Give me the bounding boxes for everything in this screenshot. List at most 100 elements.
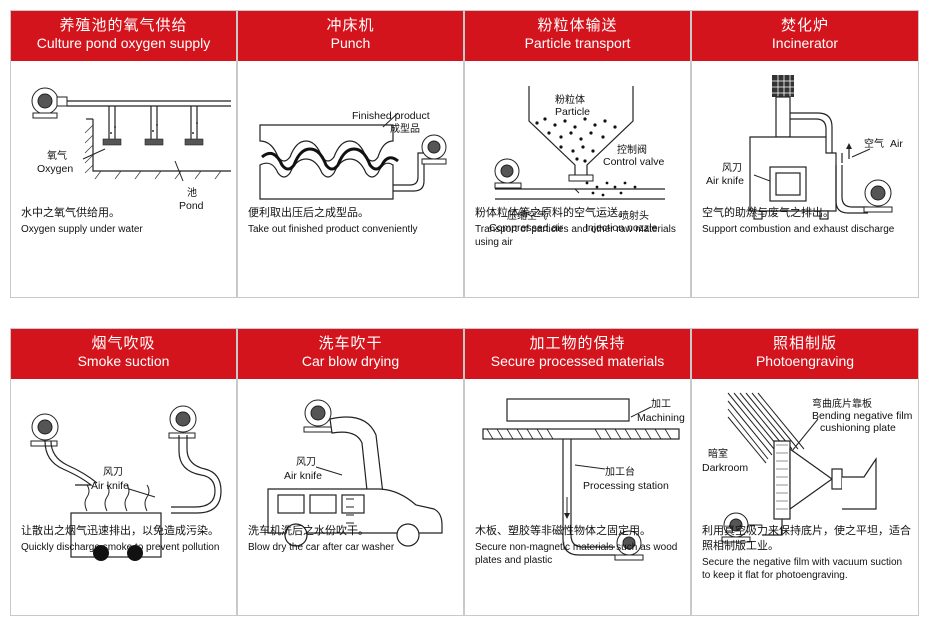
panel-description: 粉体粒体等之原料的空气运送。 Transport of particles an… bbox=[475, 205, 684, 249]
label-air-en: Air bbox=[890, 138, 903, 150]
desc-cn: 空气的助燃与废气之排出。 bbox=[702, 206, 834, 219]
panel-title-en: Punch bbox=[330, 35, 371, 51]
incinerator-illustration: 风刀 Air knife 空气 Air bbox=[692, 61, 917, 247]
desc-cn: 利用真空吸力来保持底片，使之平坦，适合照相制版工业。 bbox=[702, 524, 911, 552]
label-knife-en: Air knife bbox=[91, 480, 129, 492]
desc-en: Quickly discharge smoke to prevent pollu… bbox=[21, 542, 220, 553]
blower-icon bbox=[863, 179, 893, 213]
panel-header: 冲床机 Punch bbox=[238, 11, 463, 61]
label-pond-cn: 池 bbox=[187, 186, 197, 199]
blower-icon bbox=[494, 158, 522, 189]
panel-smoke-suction: 烟气吹吸 Smoke suction 风刀 bbox=[10, 328, 237, 616]
label-particle-en: Particle bbox=[555, 106, 590, 118]
blower-icon bbox=[421, 134, 447, 165]
particle-transport-illustration: 粉粒体 Particle 控制阀 Control valve 压缩空气 Comp… bbox=[465, 61, 690, 247]
label-knife-cn: 风刀 bbox=[296, 456, 316, 468]
panel-title-en: Incinerator bbox=[771, 35, 839, 51]
label-oxygen-cn: 氧气 bbox=[47, 149, 67, 162]
label-dark-cn: 暗室 bbox=[708, 447, 728, 460]
panel-header: 照相制版 Photoengraving bbox=[692, 329, 918, 379]
panel-title-cn: 加工物的保持 bbox=[529, 334, 626, 352]
panel-header: 焚化炉 Incinerator bbox=[692, 11, 918, 61]
panel-title-cn: 焚化炉 bbox=[780, 16, 829, 34]
panel-title-en: Car blow drying bbox=[301, 353, 400, 369]
smoke-suction-illustration: 风刀 Air knife bbox=[11, 379, 236, 565]
secure-materials-illustration: 加工 Machining 加工台 Processing station bbox=[465, 379, 690, 565]
label-dark-en: Darkroom bbox=[702, 462, 748, 474]
panel-title-cn: 养殖池的氧气供给 bbox=[59, 16, 188, 34]
panel-incinerator: 焚化炉 Incinerator bbox=[691, 10, 919, 298]
desc-cn: 木板、塑胶等非磁性物体之固定用。 bbox=[475, 524, 651, 537]
label-valve-en: Control valve bbox=[603, 156, 664, 168]
label-bend-en2: cushioning plate bbox=[820, 422, 896, 434]
panel-header: 洗车吹干 Car blow drying bbox=[238, 329, 463, 379]
punch-illustration: Finished product 成型品 bbox=[238, 61, 463, 247]
panel-header: 加工物的保持 Secure processed materials bbox=[465, 329, 690, 379]
panel-description: 让散出之烟气迅速排出，以免造成污染。 Quickly discharge smo… bbox=[21, 523, 230, 554]
panel-punch: 冲床机 Punch Finished product 成型品 便利取出压后之成型… bbox=[237, 10, 464, 298]
desc-en: Support combustion and exhaust discharge bbox=[702, 224, 895, 235]
desc-cn: 水中之氧气供给用。 bbox=[21, 206, 120, 219]
culture-pond-illustration: 氧气 Oxygen 池 Pond bbox=[11, 61, 236, 247]
label-knife-en: Air knife bbox=[706, 175, 744, 187]
label-particle-cn: 粉粒体 bbox=[555, 93, 585, 106]
label-station-en: Processing station bbox=[583, 480, 669, 492]
label-nozzle-cn: 喷射头 bbox=[619, 210, 649, 222]
photoengraving-illustration: 弯曲底片靠板 Bending negative film cushioning … bbox=[692, 379, 917, 565]
blower-icon bbox=[614, 530, 644, 561]
panel-header: 烟气吹吸 Smoke suction bbox=[11, 329, 236, 379]
label-knife-en: Air knife bbox=[284, 470, 322, 482]
panel-title-en: Culture pond oxygen supply bbox=[36, 35, 211, 51]
desc-en: Oxygen supply under water bbox=[21, 224, 143, 235]
panel-description: 便利取出压后之成型品。 Take out finished product co… bbox=[248, 205, 457, 236]
label-bend-cn: 弯曲底片靠板 bbox=[812, 397, 872, 410]
label-finished-cn: 成型品 bbox=[390, 122, 420, 135]
blower-icon bbox=[168, 405, 197, 439]
label-finished-en: Finished product bbox=[352, 110, 430, 122]
panel-description: 空气的助燃与废气之排出。 Support combustion and exha… bbox=[702, 205, 912, 236]
label-knife-cn: 风刀 bbox=[722, 162, 742, 174]
panel-title-cn: 粉粒体输送 bbox=[537, 16, 618, 34]
panel-description: 洗车机洗后之水份吹干。 Blow dry the car after car w… bbox=[248, 523, 457, 554]
desc-cn: 便利取出压后之成型品。 bbox=[248, 206, 369, 219]
label-station-cn: 加工台 bbox=[605, 465, 635, 478]
label-machining-en: Machining bbox=[637, 412, 685, 424]
panel-car-blow-drying: 洗车吹干 Car blow drying 风刀 Air knife bbox=[237, 328, 464, 616]
label-pond-en: Pond bbox=[179, 200, 204, 212]
panel-title-en: Secure processed materials bbox=[490, 353, 665, 369]
blower-icon bbox=[721, 512, 751, 543]
panel-title-cn: 烟气吹吸 bbox=[91, 334, 156, 352]
panel-title-en: Particle transport bbox=[524, 35, 631, 51]
desc-cn: 粉体粒体等之原料的空气运送。 bbox=[475, 206, 629, 219]
label-air-cn: 空气 bbox=[864, 137, 884, 150]
label-bend-en1: Bending negative film bbox=[812, 410, 913, 422]
panel-particle-transport: 粉粒体输送 Particle transport bbox=[464, 10, 691, 298]
panel-secure-materials: 加工物的保持 Secure processed materials bbox=[464, 328, 691, 616]
panel-photoengraving: 照相制版 Photoengraving 弯曲底片靠板 Be bbox=[691, 328, 919, 616]
panel-title-en: Smoke suction bbox=[77, 353, 170, 369]
label-air-en: Compressed air bbox=[489, 222, 564, 234]
panel-header: 粉粒体输送 Particle transport bbox=[465, 11, 690, 61]
panel-culture-pond: 养殖池的氧气供给 Culture pond oxygen supply bbox=[10, 10, 237, 298]
label-air-cn: 压缩空气 bbox=[507, 209, 547, 222]
label-nozzle-en: Injection nozzle bbox=[585, 222, 658, 234]
desc-en: Take out finished product conveniently bbox=[248, 224, 418, 235]
panel-title-en: Photoengraving bbox=[755, 353, 855, 369]
blower-icon bbox=[30, 413, 59, 447]
blower-icon bbox=[303, 399, 333, 433]
desc-cn: 让散出之烟气迅速排出，以免造成污染。 bbox=[21, 524, 219, 537]
label-valve-cn: 控制阀 bbox=[617, 143, 647, 156]
panel-title-cn: 照相制版 bbox=[772, 334, 837, 352]
label-machining-cn: 加工 bbox=[651, 398, 671, 410]
desc-en: Secure non-magnetic materials such as wo… bbox=[475, 542, 678, 566]
label-knife-cn: 风刀 bbox=[103, 466, 123, 478]
panel-description: 水中之氧气供给用。 Oxygen supply under water bbox=[21, 205, 230, 236]
blower-icon bbox=[31, 87, 68, 119]
desc-en: Secure the negative film with vacuum suc… bbox=[702, 557, 903, 581]
panel-title-cn: 洗车吹干 bbox=[318, 334, 383, 352]
panel-header: 养殖池的氧气供给 Culture pond oxygen supply bbox=[11, 11, 236, 61]
label-oxygen-en: Oxygen bbox=[37, 163, 73, 175]
desc-cn: 洗车机洗后之水份吹干。 bbox=[248, 524, 369, 537]
desc-en: Blow dry the car after car washer bbox=[248, 542, 395, 553]
panel-title-cn: 冲床机 bbox=[326, 16, 375, 34]
